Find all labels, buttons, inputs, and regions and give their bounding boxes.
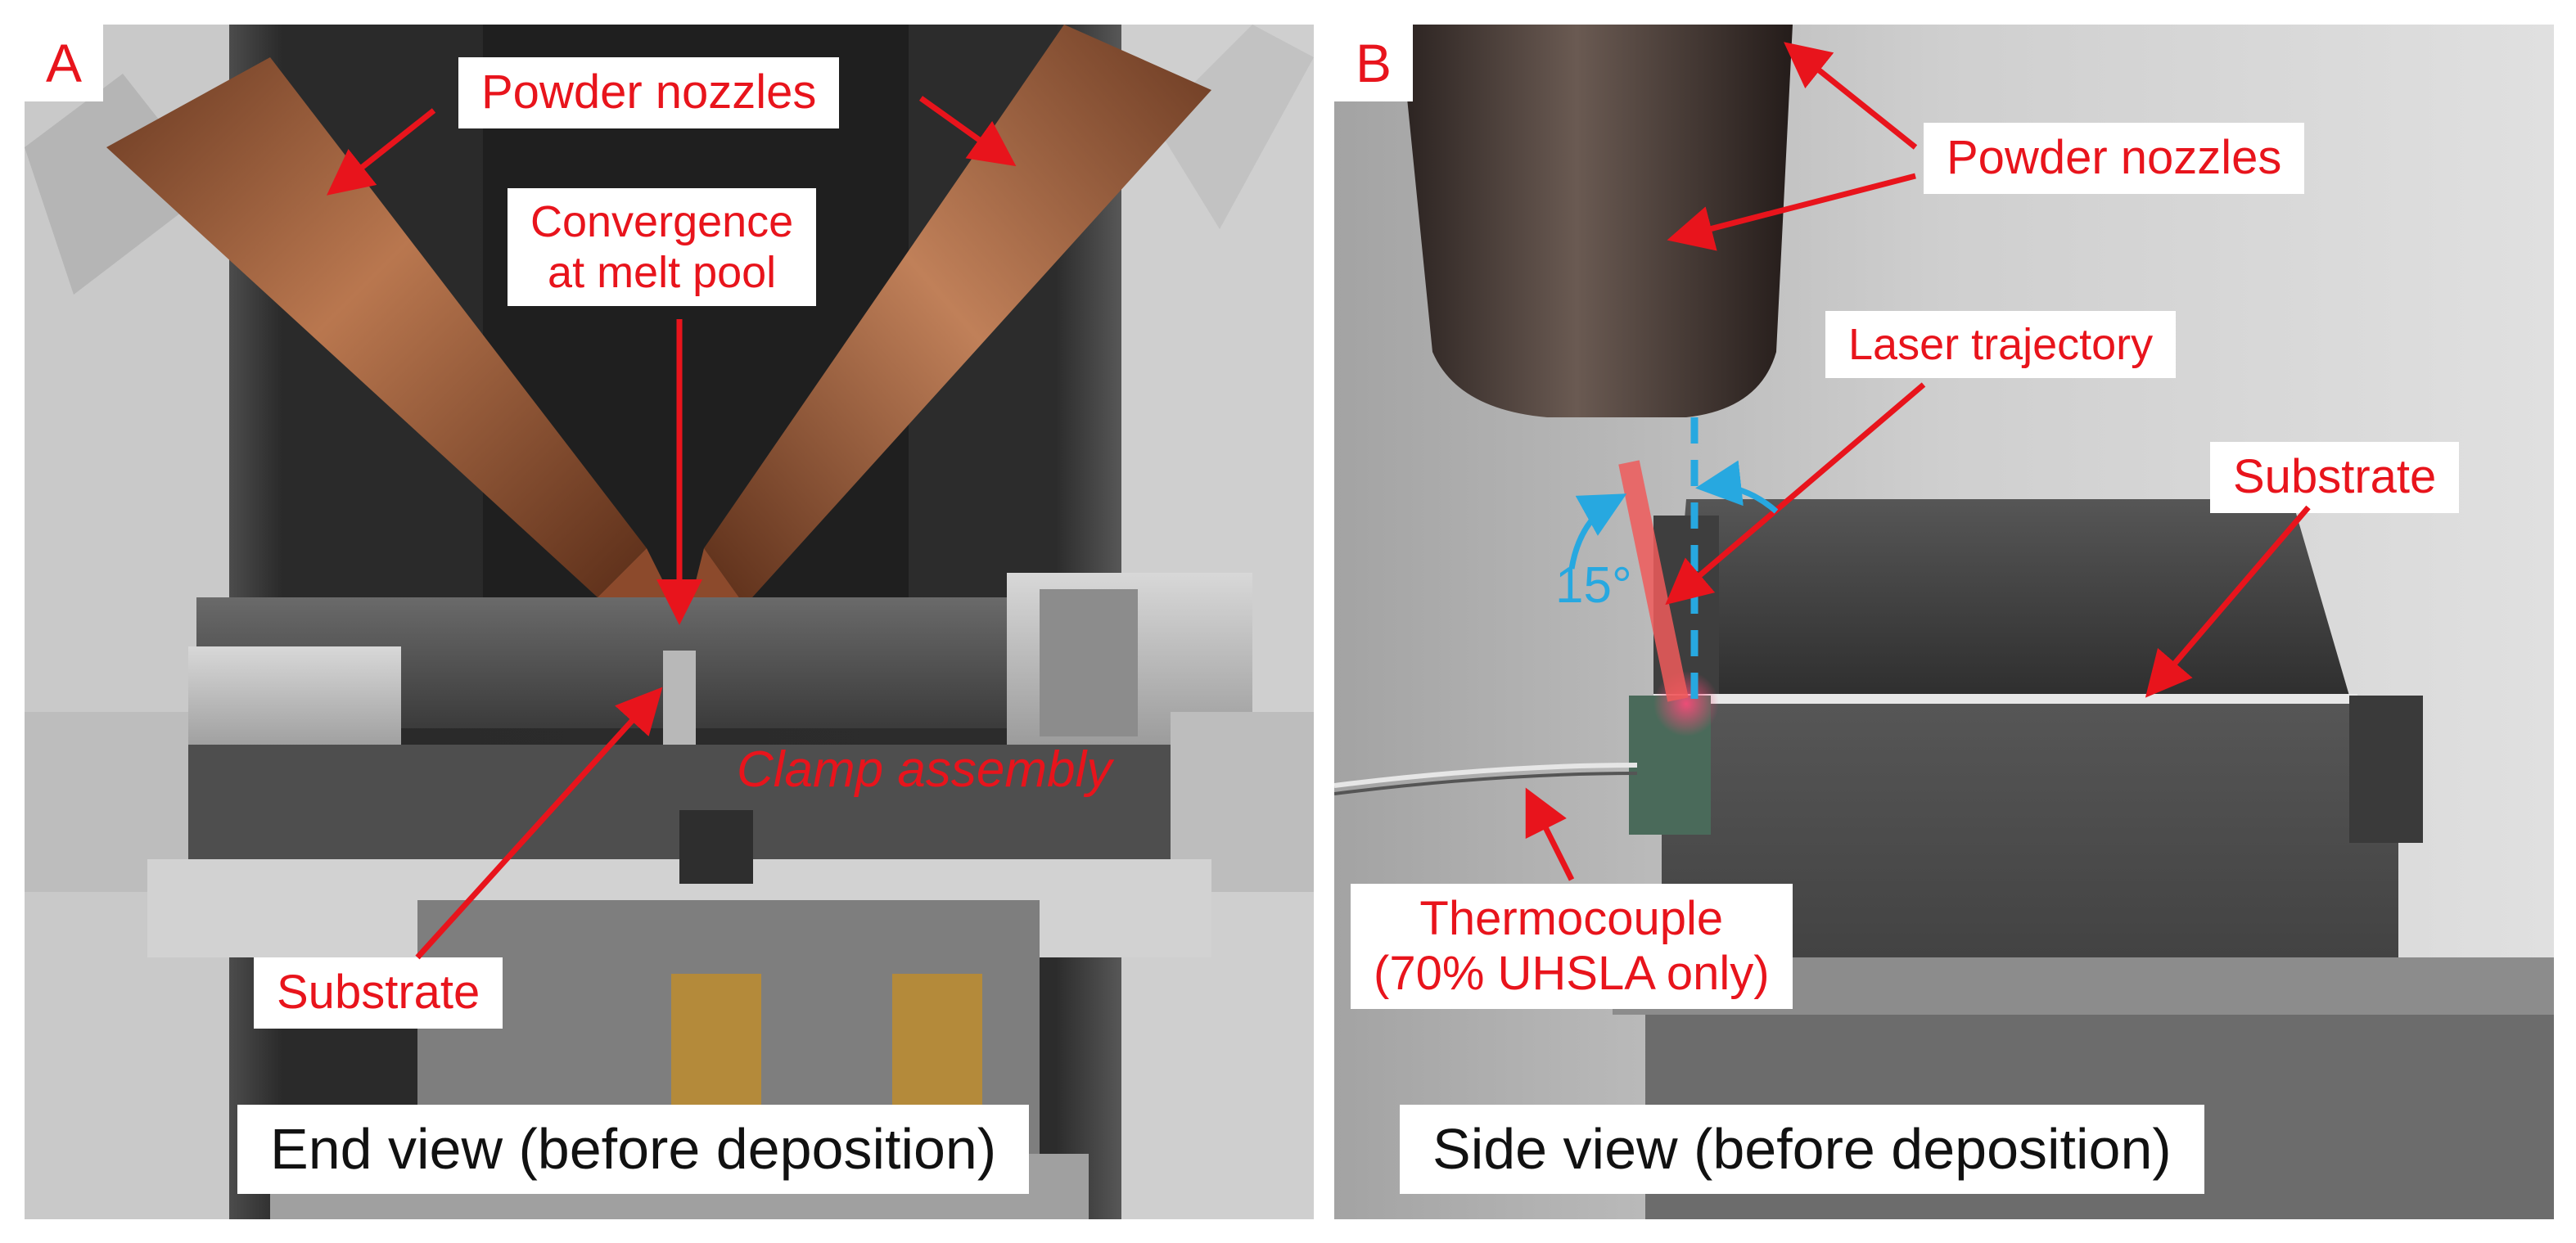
panel-a-convergence-label: Convergence at melt pool	[508, 188, 817, 307]
panel-b-side-view: B Powder nozzles Laser trajectory Substr…	[1334, 25, 2554, 1219]
panel-a-clamp-label: Clamp assembly	[737, 741, 1112, 798]
thermocouple-line-2: (70% UHSLA only)	[1374, 946, 1770, 1000]
laser-angle-label: 15°	[1555, 557, 1632, 614]
panel-b-caption: Side view (before deposition)	[1400, 1105, 2204, 1194]
panel-a-substrate-label: Substrate	[254, 957, 503, 1029]
panel-a-letter: A	[25, 25, 104, 101]
panel-a-end-view: A Powder nozzles Convergence at melt poo…	[25, 25, 1314, 1219]
laser-beam	[1618, 460, 1689, 702]
convergence-line-1: Convergence	[530, 197, 794, 246]
panel-b-photo	[1334, 25, 2554, 1219]
panel-b-letter: B	[1334, 25, 1414, 101]
panel-b-nozzles-label: Powder nozzles	[1924, 123, 2305, 194]
panel-a-nozzles-label: Powder nozzles	[458, 57, 840, 128]
thermocouple-line-1: Thermocouple	[1419, 892, 1724, 945]
panel-a-caption: End view (before deposition)	[237, 1105, 1030, 1194]
panel-b-thermocouple-label: Thermocouple (70% UHSLA only)	[1351, 884, 1793, 1010]
panel-b-substrate-label: Substrate	[2210, 442, 2460, 513]
convergence-line-2: at melt pool	[548, 248, 777, 298]
panel-b-laser-label: Laser trajectory	[1825, 311, 2177, 379]
